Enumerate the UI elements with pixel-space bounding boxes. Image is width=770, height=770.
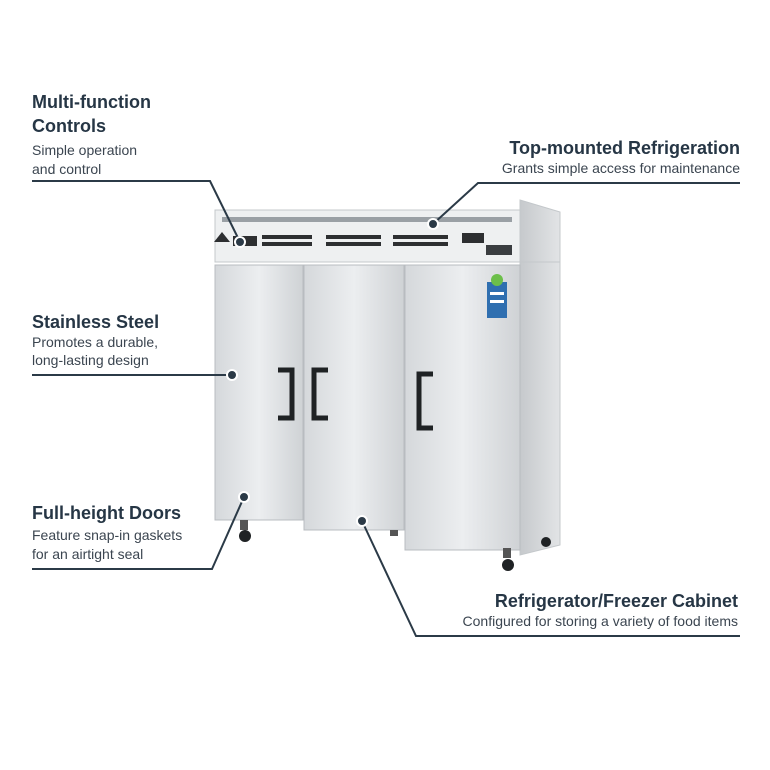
cabinet-desc: Configured for storing a variety of food…	[462, 613, 738, 629]
doors-desc-line1: Feature snap-in gaskets	[32, 527, 183, 543]
refrigeration-marker-dot	[427, 218, 439, 230]
cabinet-marker-dot	[356, 515, 368, 527]
steel-marker-dot	[226, 369, 238, 381]
cabinet-title: Refrigerator/Freezer Cabinet	[494, 591, 738, 611]
vent-slots	[262, 235, 448, 246]
refrigeration-title: Top-mounted Refrigeration	[509, 138, 740, 158]
refrigeration-desc: Grants simple access for maintenance	[501, 160, 740, 176]
door-right	[404, 264, 521, 551]
handle-middle-door	[311, 367, 328, 421]
controls-desc-line1: Simple operation	[32, 142, 138, 158]
door-middle	[303, 264, 405, 531]
door-left	[214, 264, 304, 521]
refrigeration-leader-line	[432, 182, 740, 225]
steel-desc-line1: Promotes a durable,	[32, 334, 159, 350]
doors-leader-line	[32, 496, 245, 570]
doors-desc-line2: for an airtight seal	[32, 546, 144, 562]
casters	[239, 520, 551, 571]
display-panel	[462, 233, 512, 255]
controls-title-line1: Multi-function	[32, 92, 151, 112]
doors-title: Full-height Doors	[32, 503, 181, 523]
controls-desc-line2: and control	[32, 161, 102, 177]
steel-title: Stainless Steel	[32, 312, 160, 332]
controls-leader-line	[32, 180, 241, 243]
top-panel	[214, 199, 561, 263]
steel-desc-line2: long-lasting design	[32, 352, 149, 368]
cabinet-leader-line	[361, 520, 740, 637]
doors-marker-dot	[238, 491, 250, 503]
handle-left-door	[278, 367, 295, 421]
controls-title-line2: Controls	[32, 116, 106, 136]
handle-right-door	[416, 371, 433, 431]
controls-marker-dot	[234, 236, 246, 248]
energy-label	[487, 274, 507, 318]
